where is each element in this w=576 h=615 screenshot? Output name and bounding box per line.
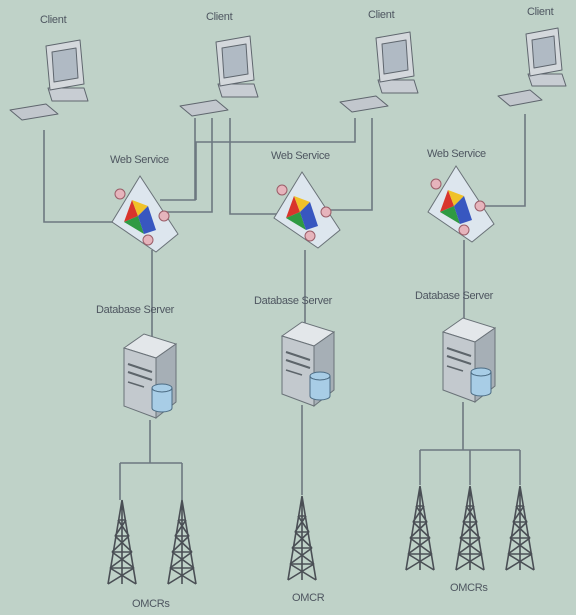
client-label: Client (40, 14, 67, 26)
client-computer-icon (179, 35, 259, 117)
omcr-group-label: OMCR (292, 592, 325, 604)
database-server-label: Database Server (96, 304, 175, 316)
database-server-label: Database Server (254, 295, 333, 307)
radio-tower-icon (287, 495, 317, 581)
client-computer-icon (497, 27, 567, 107)
radio-tower-icon (107, 499, 137, 585)
web-service-label: Web Service (110, 154, 169, 166)
database-server-label: Database Server (415, 290, 494, 302)
database-server-icon (441, 317, 497, 404)
client-label: Client (368, 9, 395, 21)
client-computer-icon (339, 31, 419, 113)
client-label: Client (527, 6, 554, 18)
client-label: Client (206, 11, 233, 23)
web-service-icon (273, 171, 341, 249)
database-server-icon (280, 321, 336, 408)
radio-tower-icon (455, 485, 485, 571)
omcr-group-label: OMCRs (450, 582, 488, 594)
web-service-label: Web Service (271, 150, 330, 162)
radio-tower-icon (505, 485, 535, 571)
web-service-label: Web Service (427, 148, 486, 160)
web-service-icon (111, 175, 179, 253)
client-computer-icon (9, 39, 89, 121)
database-server-icon (122, 333, 178, 420)
radio-tower-icon (167, 499, 197, 585)
web-service-icon (427, 165, 495, 243)
omcr-group-label: OMCRs (132, 598, 170, 610)
radio-tower-icon (405, 485, 435, 571)
